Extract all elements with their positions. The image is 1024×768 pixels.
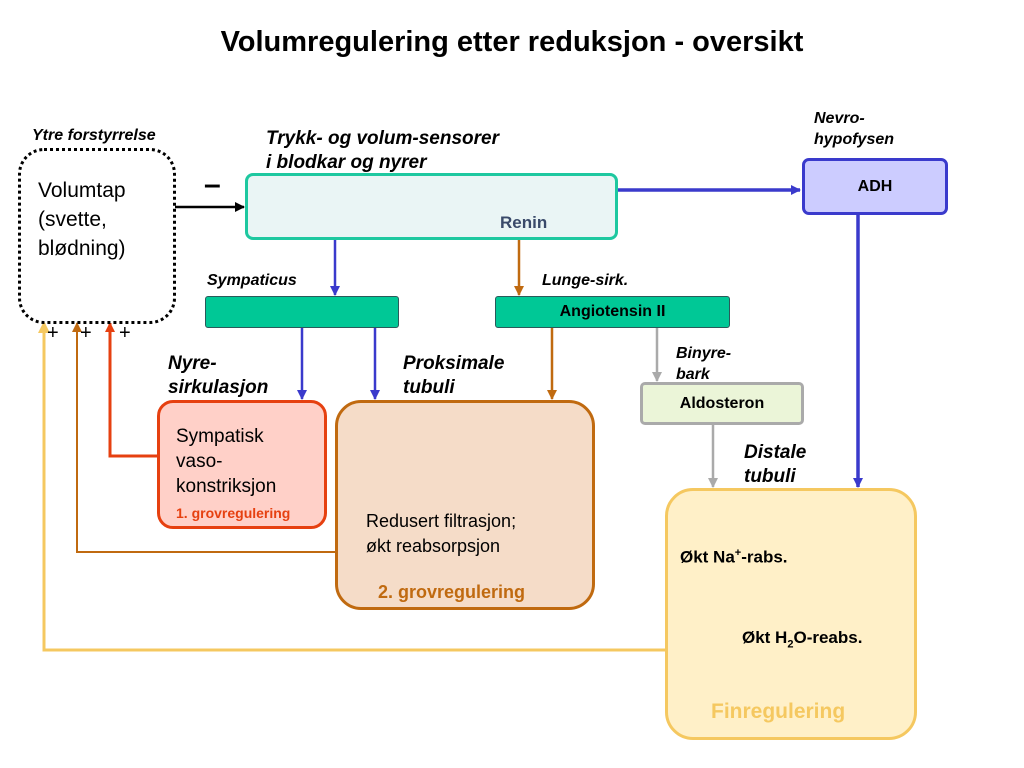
volumtap-line-3: blødning) (38, 237, 126, 260)
kidney-circ-label: Nyre- sirkulasjon (168, 352, 268, 400)
slide-title: Volumregulering etter reduksjon - oversi… (220, 26, 804, 58)
proximal-label-line-1: Proksimale (403, 353, 505, 374)
plus-sign-2: + (80, 322, 92, 344)
kidney-circ-label-line-1: Nyre- (168, 353, 217, 374)
vasoconstriction-line-1: Sympatisk (176, 426, 264, 447)
volumtap-box (18, 148, 176, 324)
sympaticus-label: Sympaticus (207, 272, 297, 289)
adrenal-label-line-1: Binyre- (676, 345, 732, 362)
adrenal-label-line-2: bark (676, 366, 710, 383)
sensors-box (245, 173, 618, 240)
h2o-subscript: 2 (787, 638, 794, 651)
proximal-line-2: økt reabsorpsjon (366, 536, 501, 556)
proximal-note: 2. grovregulering (378, 582, 526, 602)
volumtap-line-1: Volumtap (38, 179, 126, 202)
distal-box (665, 488, 917, 740)
minus-sign: – (204, 168, 221, 201)
lung-label: Lunge-sirk. (542, 272, 629, 289)
vasoconstriction-line-2: vaso- (176, 451, 223, 472)
disturbance-heading: Ytre forstyrrelse (32, 127, 156, 144)
proximal-text: Redusert filtrasjon; økt reabsorpsjon (366, 509, 516, 559)
adh-label: ADH (857, 177, 893, 195)
kidney-circ-label-line-2: sirkulasjon (168, 377, 269, 398)
vasoconstriction-note: 1. grovregulering (176, 505, 291, 521)
plus-sign-1: + (47, 322, 59, 344)
distal-label: Distale tubuli (744, 441, 806, 489)
sympaticus-bar (205, 296, 399, 328)
sensors-heading-line-1: Trykk- og volum-sensorer (266, 128, 500, 149)
sensors-heading-line-2: i blodkar og nyrer (266, 152, 427, 173)
neuro-heading-line-2: hypofysen (814, 131, 895, 148)
na-reabs-text: Økt Na+-rabs. (680, 547, 788, 568)
na-prefix: Økt Na (680, 547, 735, 567)
adrenal-label: Binyre- bark (676, 343, 731, 385)
proximal-line-1: Redusert filtrasjon; (366, 511, 517, 531)
proximal-box (335, 400, 595, 610)
h2o-suffix: O-reabs. (793, 628, 863, 647)
feedback-arrow-yellow (38, 321, 665, 652)
feedback-arrow-orange (72, 322, 335, 553)
adh-box: ADH (802, 158, 948, 215)
plus-sign-3: + (119, 322, 131, 344)
na-suffix: -rabs. (741, 547, 788, 567)
volumtap-text: Volumtap (svette, blødning) (38, 176, 126, 263)
h2o-prefix: Økt H (742, 628, 788, 647)
neuro-heading: Nevro- hypofysen (814, 108, 894, 150)
vasoconstriction-line-3: konstriksjon (176, 476, 277, 497)
vasoconstriction-text: Sympatisk vaso- konstriksjon (176, 424, 276, 499)
distal-note: Finregulering (711, 700, 846, 723)
angiotensin-box: Angiotensin II (495, 296, 730, 328)
angiotensin-label: Angiotensin II (559, 303, 666, 320)
proximal-label: Proksimale tubuli (403, 352, 504, 400)
neuro-heading-line-1: Nevro- (814, 110, 865, 127)
distal-label-line-2: tubuli (744, 466, 796, 487)
sensors-heading: Trykk- og volum-sensorer i blodkar og ny… (266, 127, 499, 175)
renin-label: Renin (500, 213, 548, 232)
volumtap-line-2: (svette, (38, 208, 107, 231)
proximal-label-line-2: tubuli (403, 377, 455, 398)
na-superscript: + (734, 547, 742, 559)
vasoconstriction-box (157, 400, 327, 529)
aldosteron-label: Aldosteron (679, 394, 765, 412)
aldosteron-box: Aldosteron (640, 382, 804, 425)
distal-label-line-1: Distale (744, 442, 807, 463)
feedback-arrow-red (105, 322, 157, 458)
h2o-reabs-text: Økt H2O-reabs. (742, 628, 862, 650)
